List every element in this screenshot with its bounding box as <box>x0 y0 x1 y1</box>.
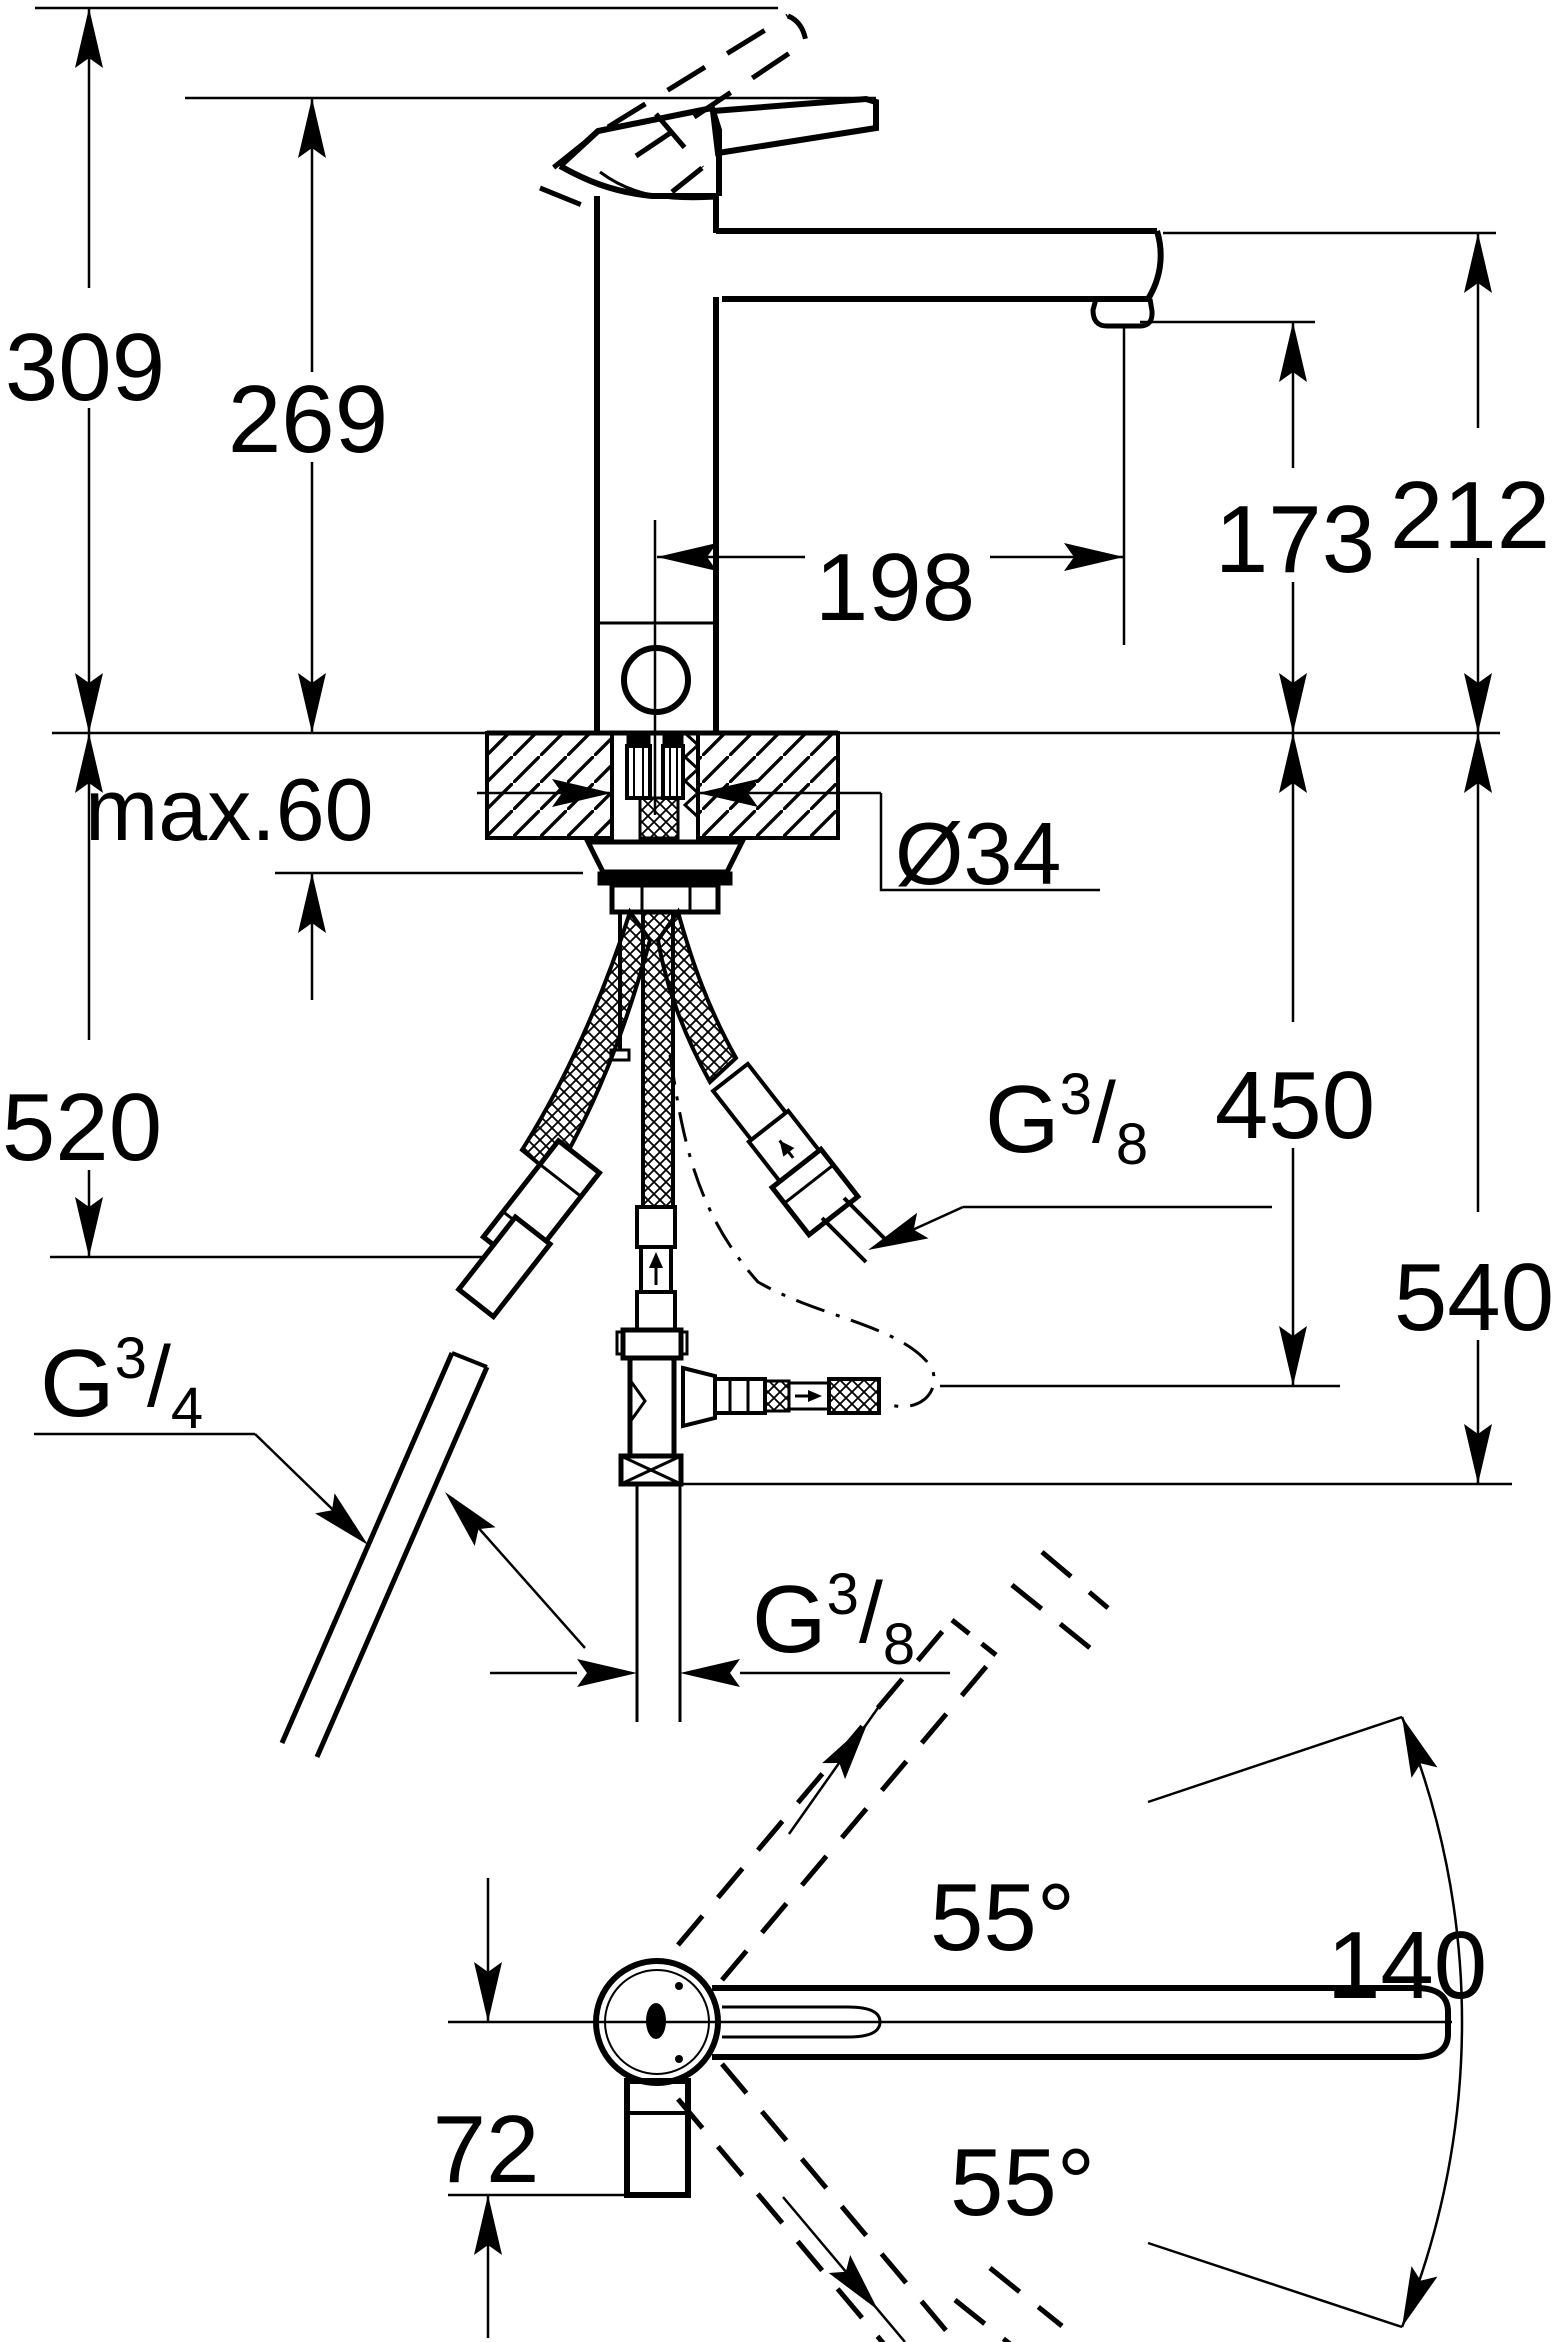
plan-reference-lines <box>448 2020 1452 2197</box>
thread-right-text: G3/8 <box>985 1062 1148 1177</box>
thread-label-left-hose: G3/4 <box>34 1326 586 1649</box>
label-right-hose-length: 450 <box>1215 1052 1375 1159</box>
dimension-handle-offset: 72 <box>433 1878 540 2338</box>
thread-label-bottom-pipe: G3/8 <box>490 1562 950 1687</box>
thread-label-right-hose: G3/8 <box>862 1062 1272 1263</box>
label-hole-diameter: Ø34 <box>895 804 1061 903</box>
dimension-swivel-upper: 55° <box>787 1704 1075 1971</box>
label-swivel-lower: 55° <box>950 2129 1095 2236</box>
dimension-right-hose-length: 450 <box>1215 733 1375 1386</box>
label-swivel-upper: 55° <box>930 1864 1075 1971</box>
faucet-body <box>536 13 1164 733</box>
label-spout-height: 212 <box>1390 462 1550 569</box>
dimension-left-hose-length: 520 <box>2 733 162 1257</box>
dimension-counter-thickness: max.60 <box>85 760 374 1000</box>
dimension-body-height: 269 <box>228 98 388 733</box>
label-left-hose-length: 520 <box>2 1074 162 1181</box>
label-counter-thickness: max.60 <box>85 760 374 859</box>
dimension-total-below-counter: 540 <box>1394 733 1554 1484</box>
label-aerator-height: 173 <box>1215 486 1375 593</box>
plan-faucet <box>593 1550 1451 2342</box>
dimension-total-height: 309 <box>5 8 165 733</box>
label-body-height: 269 <box>228 366 388 473</box>
dimension-spout-height: 212 <box>1390 233 1550 733</box>
label-swivel-range: 140 <box>1327 1912 1487 2019</box>
dimension-aerator-height: 173 <box>1215 322 1375 733</box>
label-total-below-counter: 540 <box>1394 1244 1554 1351</box>
label-total-height: 309 <box>5 314 165 421</box>
countertop-section <box>485 730 840 840</box>
plan-view: 72 55° 55° 140 <box>433 1550 1487 2342</box>
label-spout-reach: 198 <box>815 534 975 641</box>
dimension-spout-reach: 198 <box>657 534 1124 641</box>
thread-bottom-text: G3/8 <box>752 1562 915 1677</box>
label-handle-offset: 72 <box>433 2096 540 2203</box>
side-view: 309 269 198 173 <box>2 6 1554 1758</box>
dimension-swivel-lower: 55° <box>782 2129 1095 2342</box>
thread-left-text: G3/4 <box>40 1326 203 1441</box>
dimension-swivel-range: 140 <box>1147 1711 1487 2333</box>
reference-lines <box>35 6 1512 1486</box>
mounting-and-hoses <box>279 731 936 1758</box>
